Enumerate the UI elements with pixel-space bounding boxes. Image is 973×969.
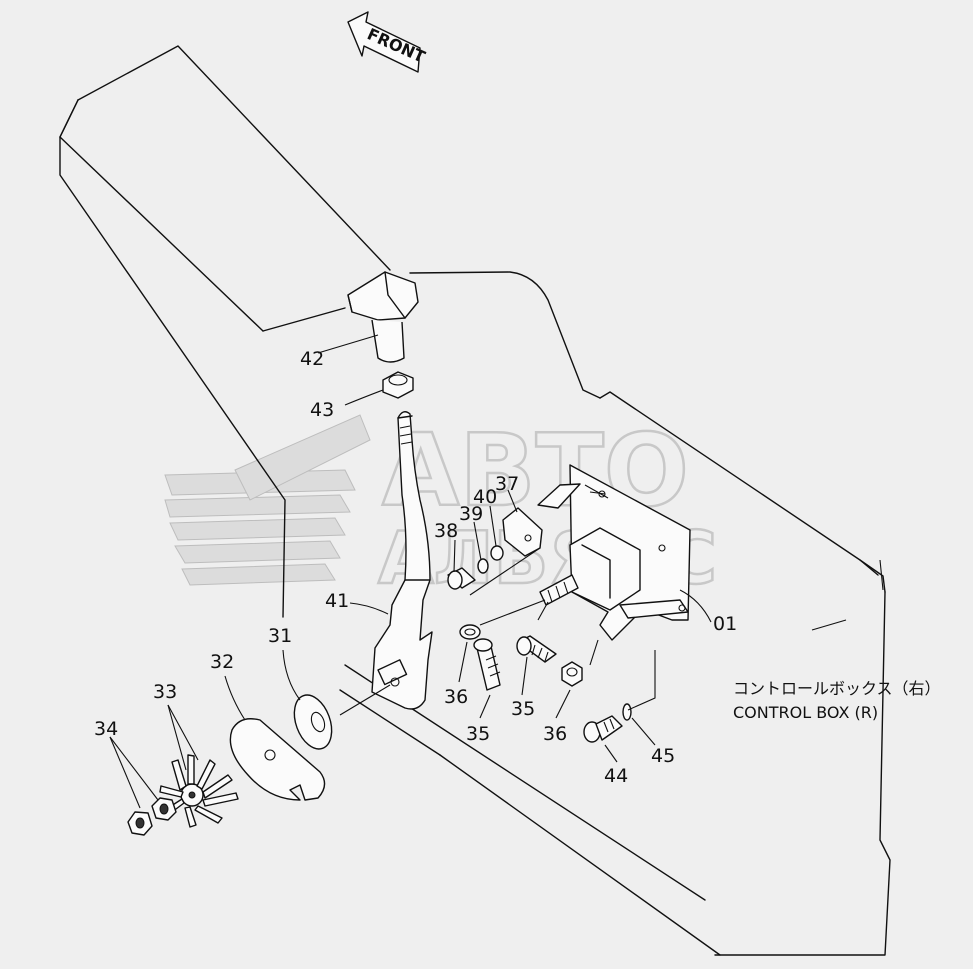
washer-40 (490, 545, 504, 561)
leader-lines (109, 334, 712, 809)
nut-36a (459, 624, 481, 640)
label-35a: 35 (466, 723, 490, 745)
nut-43 (382, 371, 414, 399)
bolt-35b (516, 635, 557, 663)
label-43: 43 (310, 399, 334, 421)
caption-japanese: コントロールボックス（右） (733, 679, 941, 698)
bracket-01 (569, 464, 691, 641)
nut-36b (561, 661, 583, 687)
plate-32 (229, 718, 326, 801)
label-37: 37 (495, 473, 519, 495)
bolt-38 (447, 567, 476, 590)
label-35b: 35 (511, 698, 535, 720)
armrest-cushion (59, 45, 391, 332)
label-40: 40 (473, 486, 497, 508)
label-38: 38 (434, 520, 458, 542)
bolt-44 (583, 715, 623, 743)
label-32: 32 (210, 651, 234, 673)
washer-39 (477, 558, 489, 574)
bolt-35a (473, 638, 501, 691)
front-arrow-icon: FRONT (347, 11, 428, 73)
label-42: 42 (300, 348, 324, 370)
nut-34b (127, 811, 153, 836)
label-33: 33 (153, 681, 177, 703)
washer-45 (622, 703, 632, 721)
control-box-body (59, 136, 891, 956)
label-36b: 36 (543, 723, 567, 745)
label-39: 39 (459, 503, 483, 525)
label-34: 34 (94, 718, 118, 740)
label-45: 45 (651, 745, 675, 767)
label-36a: 36 (444, 686, 468, 708)
label-31: 31 (268, 625, 292, 647)
part-labels: 42 43 37 40 39 38 41 31 32 33 34 36 35 3… (94, 348, 737, 787)
nut-34a (151, 797, 177, 821)
lever-41 (371, 411, 433, 710)
label-41: 41 (325, 590, 349, 612)
knob-42 (347, 271, 419, 363)
plate-31 (293, 694, 333, 750)
label-44: 44 (604, 765, 628, 787)
caption: コントロールボックス（右） CONTROL BOX (R) (733, 679, 941, 722)
label-01: 01 (713, 613, 737, 635)
caption-english: CONTROL BOX (R) (733, 703, 878, 722)
